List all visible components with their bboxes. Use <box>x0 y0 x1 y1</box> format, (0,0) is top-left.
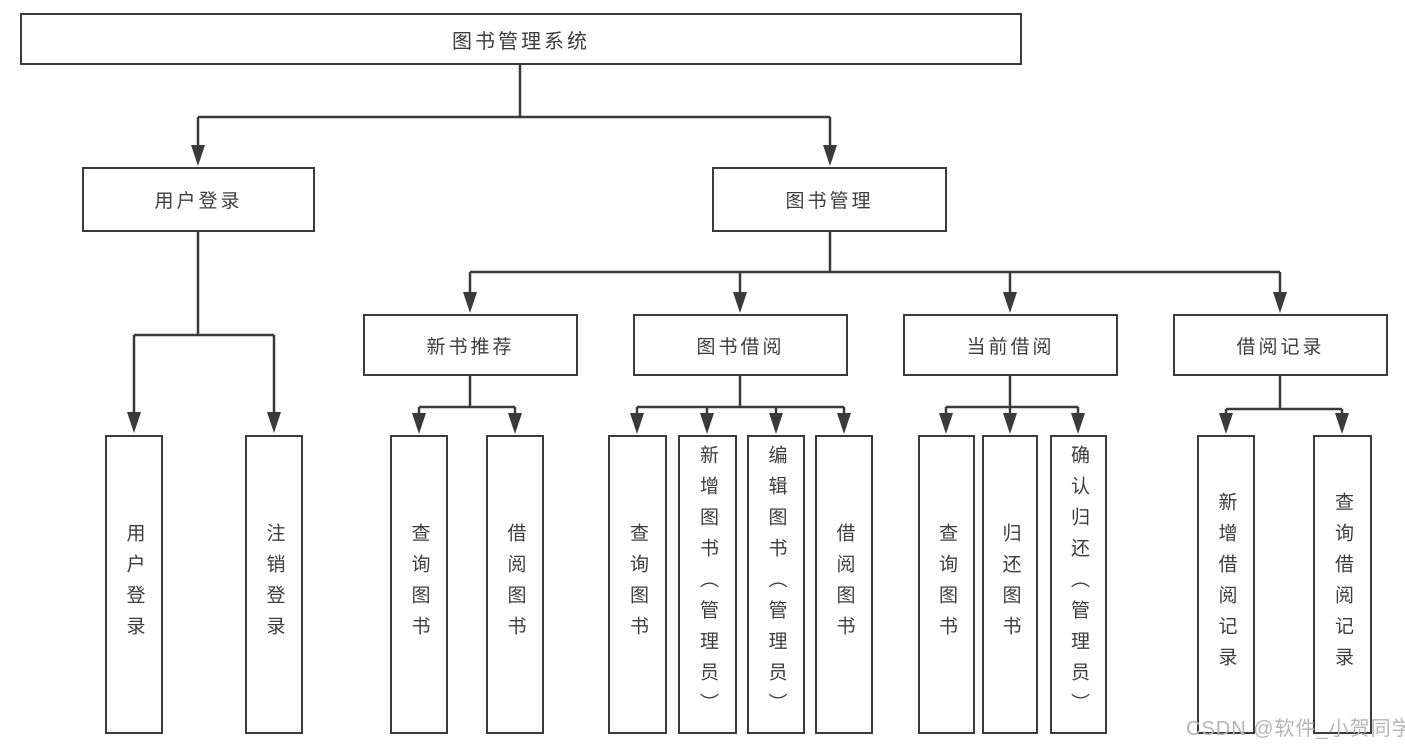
leaf-label: 查询图书 <box>627 522 648 647</box>
leaf-edit-book-admin: 编辑图书（管理员） <box>747 435 805 734</box>
leaf-label: 新增图书（管理员） <box>697 445 718 724</box>
leaf-borrow-books: 借阅图书 <box>486 435 544 734</box>
leaf-query-books: 查询图书 <box>390 435 448 734</box>
leaf-label: 查询图书 <box>936 522 957 647</box>
watermark: CSDN @软件_小贺同学 <box>1186 718 1405 740</box>
node-library-management-system: 图书管理系统 <box>20 13 1022 65</box>
leaf-label: 确认归还（管理员） <box>1068 445 1089 724</box>
leaf-add-borrow-record: 新增借阅记录 <box>1197 435 1255 734</box>
leaf-borrow-books: 借阅图书 <box>815 435 873 734</box>
node-book-management: 图书管理 <box>712 167 947 232</box>
leaf-label: 注销登录 <box>263 522 285 647</box>
leaf-return-books: 归还图书 <box>982 435 1038 734</box>
leaf-add-book-admin: 新增图书（管理员） <box>678 435 737 734</box>
leaf-confirm-return-admin: 确认归还（管理员） <box>1050 435 1107 734</box>
node-label: 当前借阅 <box>966 336 1055 358</box>
node-borrowing-records: 借阅记录 <box>1173 314 1388 376</box>
node-current-borrowing: 当前借阅 <box>903 314 1118 376</box>
node-label: 用户登录 <box>154 191 243 212</box>
node-label: 图书管理系统 <box>452 30 590 53</box>
leaf-label: 查询图书 <box>408 522 430 647</box>
node-label: 借阅记录 <box>1236 336 1325 358</box>
node-label: 图书管理 <box>785 191 874 212</box>
leaf-user-login: 用户登录 <box>105 435 163 734</box>
node-label: 图书借阅 <box>696 336 785 358</box>
leaf-label: 归还图书 <box>999 522 1021 647</box>
leaf-label: 编辑图书（管理员） <box>765 445 787 724</box>
leaf-label: 借阅图书 <box>504 522 526 647</box>
leaf-label: 查询借阅记录 <box>1332 491 1353 678</box>
node-book-borrowing: 图书借阅 <box>633 314 848 376</box>
leaf-query-books: 查询图书 <box>608 435 667 734</box>
node-new-book-recommendation: 新书推荐 <box>363 314 578 376</box>
leaf-query-borrow-record: 查询借阅记录 <box>1313 435 1372 734</box>
leaf-query-books: 查询图书 <box>918 435 975 734</box>
leaf-label: 新增借阅记录 <box>1215 491 1237 678</box>
leaf-label: 用户登录 <box>123 522 145 647</box>
node-label: 新书推荐 <box>426 336 515 358</box>
node-user-login: 用户登录 <box>82 167 315 232</box>
leaf-label: 借阅图书 <box>833 522 855 647</box>
leaf-logout: 注销登录 <box>245 435 303 734</box>
